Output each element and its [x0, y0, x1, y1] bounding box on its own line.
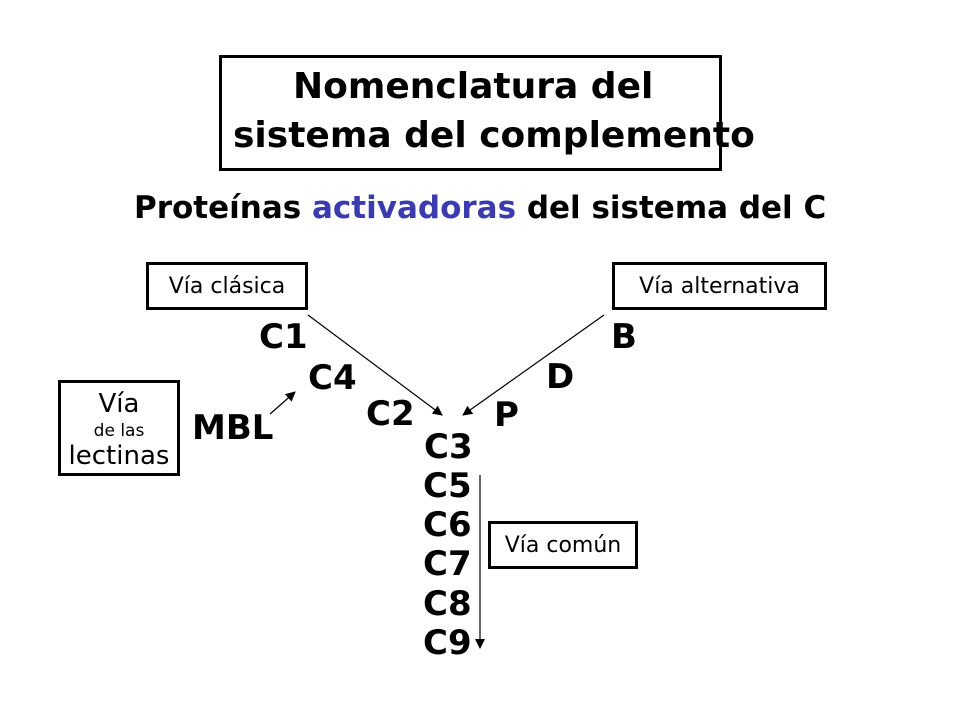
component-d: D — [546, 357, 575, 397]
lectin-pathway-line-2: de las — [93, 421, 145, 441]
title-line-2: sistema del complemento — [233, 115, 755, 156]
classic-pathway-label: Vía clásica — [168, 273, 286, 299]
subtitle: Proteínas activadoras del sistema del C — [134, 193, 826, 224]
component-c9: C9 — [423, 623, 472, 663]
alternative-pathway-label: Vía alternativa — [639, 273, 800, 299]
component-mbl: MBL — [192, 408, 274, 448]
alternative-pathway-box: Vía alternativa — [612, 262, 827, 310]
component-c3: C3 — [424, 427, 473, 467]
component-c2: C2 — [366, 394, 415, 434]
subtitle-part-1: Proteínas — [134, 190, 313, 226]
arrow-mbl-to-c4 — [269, 391, 296, 415]
lectin-pathway-line-3: lectinas — [68, 441, 170, 471]
common-pathway-label: Vía común — [504, 532, 622, 558]
component-c6: C6 — [423, 505, 472, 545]
component-c4: C4 — [308, 358, 357, 398]
title-box — [219, 55, 722, 171]
lectin-pathway-line-1: Vía — [98, 389, 140, 419]
lectin-pathway-box: Vía de las lectinas — [58, 380, 180, 476]
component-b: B — [611, 317, 637, 357]
arrow-alternative-to-c3 — [462, 314, 605, 416]
component-c5: C5 — [423, 466, 472, 506]
component-c7: C7 — [423, 544, 472, 584]
component-p: P — [494, 395, 519, 435]
classic-pathway-box: Vía clásica — [146, 262, 308, 310]
subtitle-highlight: activadoras — [312, 190, 517, 226]
title-line-1: Nomenclatura del — [293, 66, 654, 107]
common-pathway-box: Vía común — [488, 521, 638, 569]
component-c8: C8 — [423, 584, 472, 624]
arrow-classic-to-c3 — [307, 314, 443, 416]
component-c1: C1 — [259, 317, 308, 357]
subtitle-part-2: del sistema del C — [516, 190, 827, 226]
